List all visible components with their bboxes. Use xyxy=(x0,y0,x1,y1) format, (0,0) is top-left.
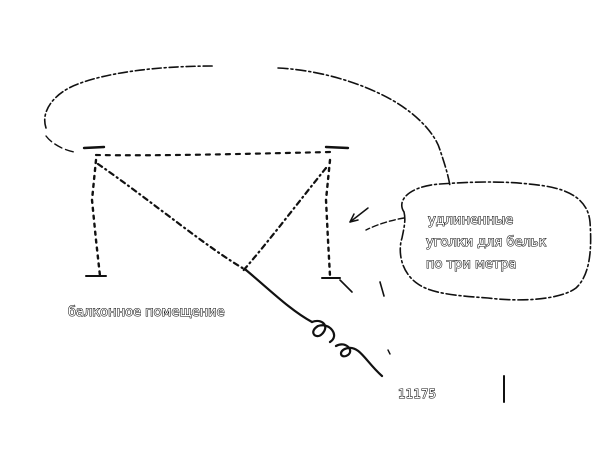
speech-text-line-3: по три метра xyxy=(426,257,517,272)
speech-bubble: удлиненные уголки для бельк по три метра xyxy=(365,181,592,301)
speech-text-line-1: удлиненные xyxy=(428,213,513,228)
pointer-arrow xyxy=(349,207,369,223)
room-label: балконное помещение xyxy=(68,305,225,320)
thought-cloud-outline xyxy=(43,65,451,187)
page-number: 11175 xyxy=(398,387,436,401)
speech-text-line-2: уголки для бельк xyxy=(426,235,546,250)
drying-rack-drawing xyxy=(82,145,391,378)
